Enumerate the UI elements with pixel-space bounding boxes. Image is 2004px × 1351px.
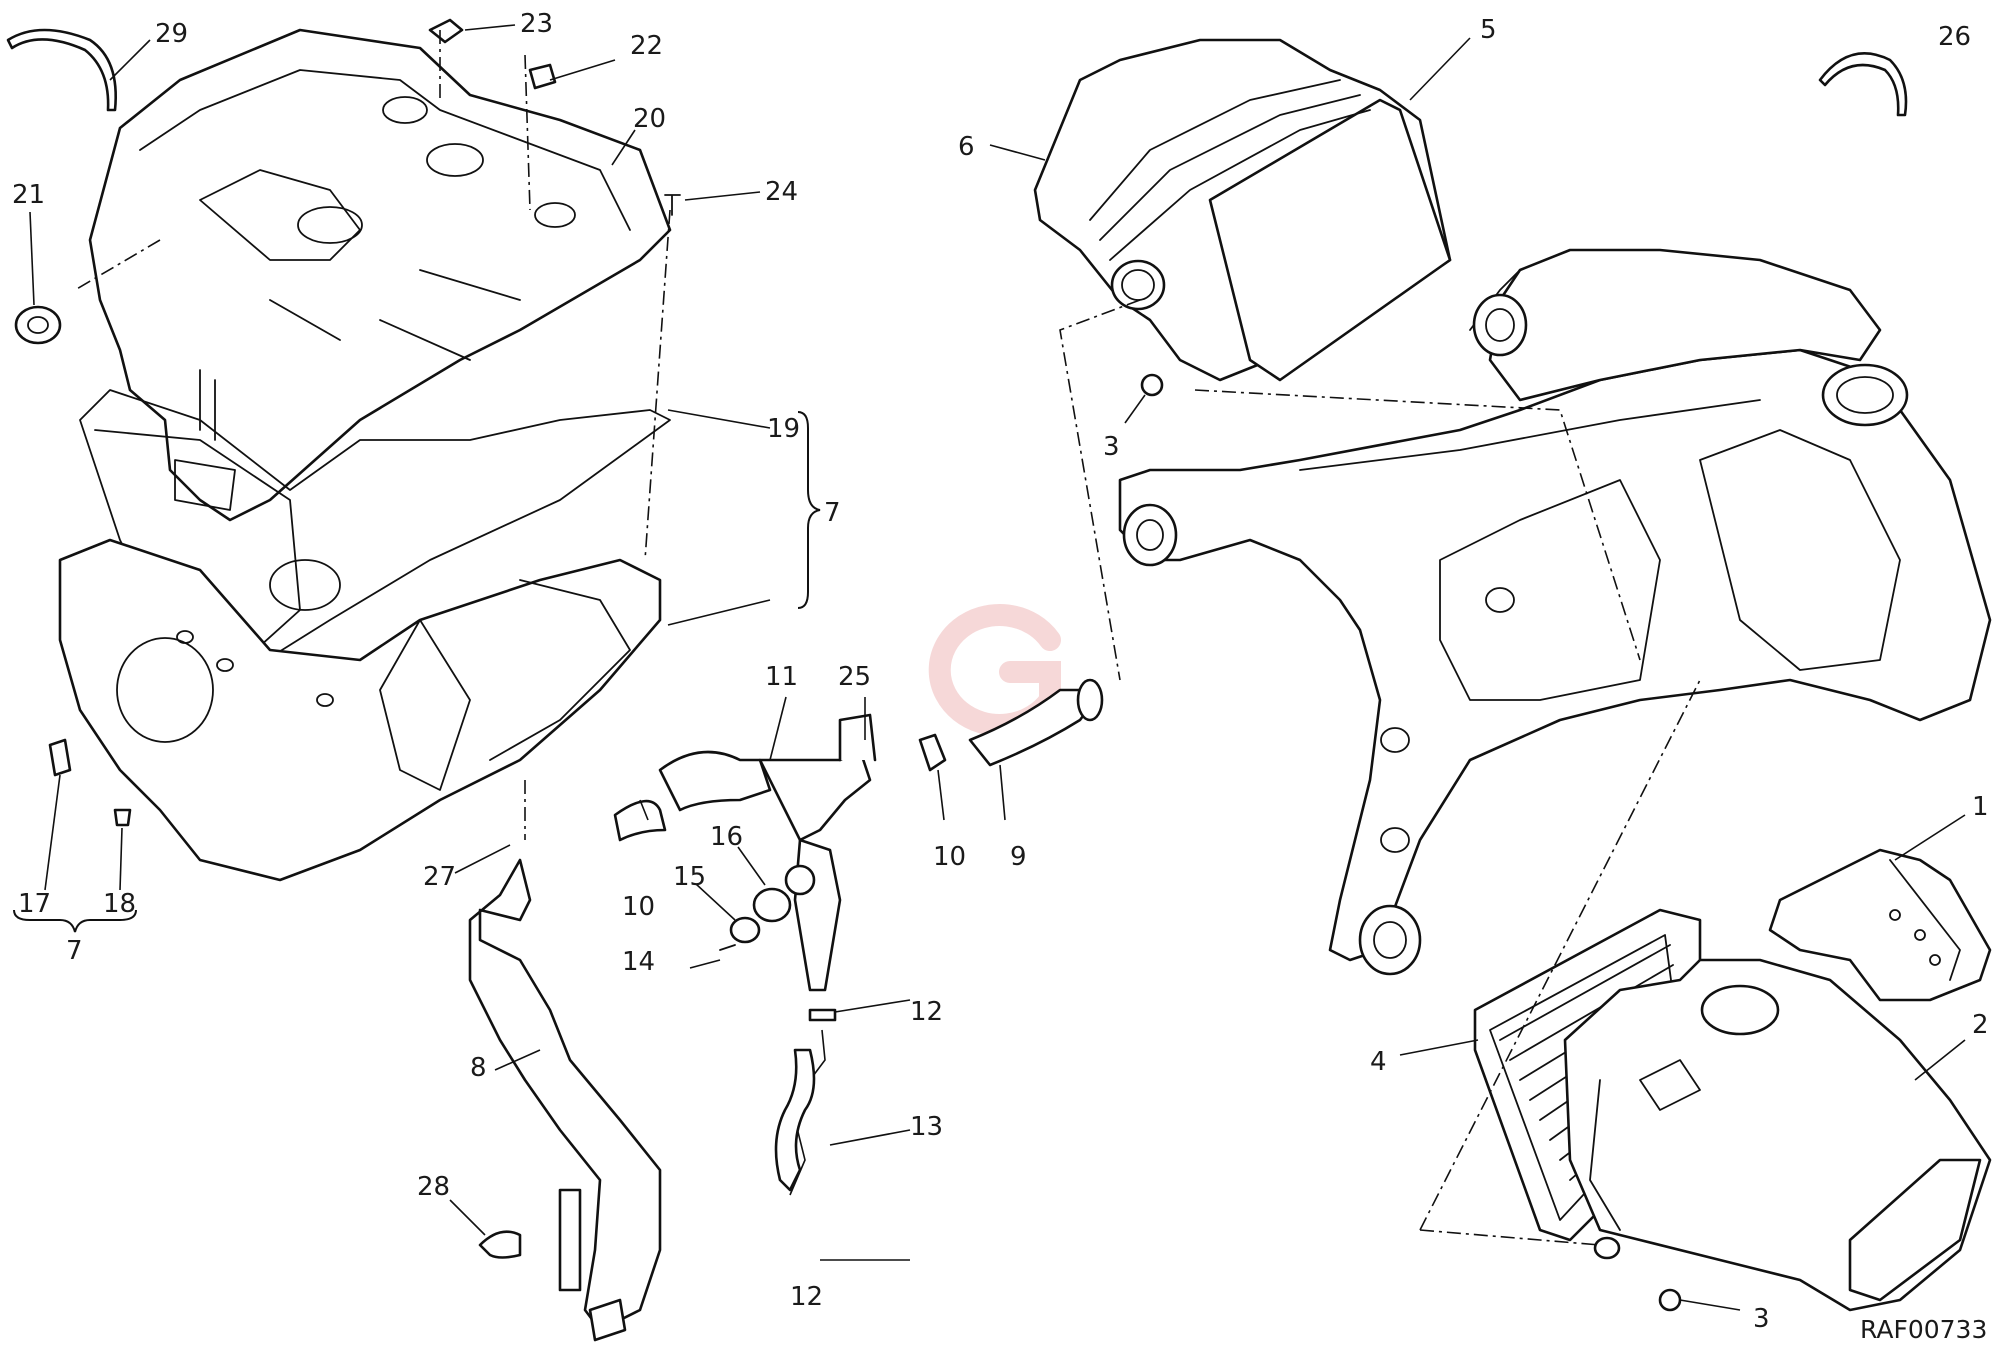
callout-28: 28 <box>417 1172 450 1202</box>
callout-3a: 3 <box>1103 432 1120 462</box>
airbox-lid <box>88 28 672 522</box>
small-fasteners <box>6 18 1908 1312</box>
callout-18: 18 <box>103 889 136 919</box>
callout-labels: 1 2 3 3 4 5 6 7 7 8 9 10 10 11 12 12 13 … <box>12 9 1989 1344</box>
group-bracket-right <box>797 411 821 609</box>
callout-25: 25 <box>838 662 871 692</box>
drawing-code: RAF00733 <box>1860 1315 1987 1344</box>
callout-9: 9 <box>1010 842 1027 872</box>
air-intake-duct <box>1033 38 1452 382</box>
callout-11: 11 <box>765 662 798 692</box>
callout-1: 1 <box>1972 792 1989 822</box>
callout-8: 8 <box>470 1053 487 1083</box>
callout-22: 22 <box>630 31 663 61</box>
callout-27: 27 <box>423 862 456 892</box>
callout-21: 21 <box>12 180 45 210</box>
callout-29: 29 <box>155 19 188 49</box>
callout-6: 6 <box>958 132 975 162</box>
callout-20: 20 <box>633 104 666 134</box>
callout-24: 24 <box>765 177 798 207</box>
callout-19: 19 <box>767 414 800 444</box>
callout-2: 2 <box>1972 1010 1989 1040</box>
filter-housing <box>1563 958 1992 1312</box>
callout-17: 17 <box>18 889 51 919</box>
callout-5: 5 <box>1480 15 1497 45</box>
callout-3b: 3 <box>1753 1304 1770 1334</box>
callout-10b: 10 <box>933 842 966 872</box>
callout-7b: 7 <box>66 936 83 966</box>
callout-23: 23 <box>520 9 553 39</box>
callout-16: 16 <box>710 822 743 852</box>
callout-13: 13 <box>910 1112 943 1142</box>
breather-hoses <box>468 678 1104 1342</box>
callout-7a: 7 <box>824 498 841 528</box>
ram-air-cover <box>1768 848 1992 1002</box>
assembly-lines <box>74 30 1701 1246</box>
group-bracket-bottom <box>13 909 137 933</box>
callout-leaders <box>29 24 1966 1311</box>
callout-12b: 12 <box>790 1282 823 1312</box>
callout-12a: 12 <box>910 997 943 1027</box>
motorcycle-frame <box>1118 248 1992 976</box>
callout-4: 4 <box>1370 1047 1387 1077</box>
callout-14: 14 <box>622 947 655 977</box>
callout-10a: 10 <box>622 892 655 922</box>
callout-15: 15 <box>673 862 706 892</box>
airbox-base <box>58 538 662 882</box>
callout-26: 26 <box>1938 22 1971 52</box>
